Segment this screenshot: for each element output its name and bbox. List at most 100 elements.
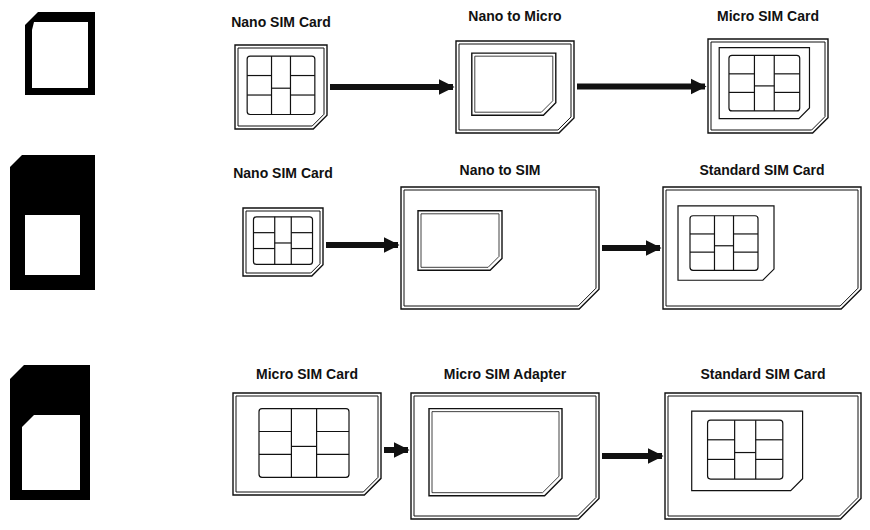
contact-line [708,459,735,460]
adapter-hole [472,53,556,115]
contact-line [291,248,312,249]
contact-line [734,252,758,253]
contact-line [735,452,756,453]
card-edge [708,39,828,133]
card-face [236,396,378,492]
contact-line [290,94,314,95]
contact-line [714,216,715,271]
inner-frame [678,206,774,280]
adapter-hole-rim [421,214,499,268]
contact-line [733,216,734,271]
contact-line [690,233,714,234]
adapter-hole [429,409,562,496]
sim-card-outline [234,44,328,130]
contact-line [734,420,735,479]
card-label: Micro SIM Adapter [444,366,566,382]
contact-line [754,55,755,111]
card-label: Nano to SIM [460,162,541,178]
contact-line [708,439,735,440]
card-face [238,48,324,126]
contact-line [291,446,316,447]
card-face [404,190,596,306]
card-edge [233,393,381,495]
contact-line [247,94,271,95]
card-face [414,396,596,516]
card-face [711,42,825,130]
contact-line [253,248,274,249]
sim-card-outline [664,392,862,520]
contact-line [253,232,274,233]
card-edge [401,187,599,309]
contact-line [259,431,291,432]
contact-line [755,420,756,479]
sim-card: Nano to Micro [455,40,575,134]
inner-frame [719,48,809,119]
arrow [330,84,453,90]
chip-contacts [259,409,349,478]
card-face [246,211,320,273]
sim-card-outline [410,392,600,520]
icon-micro-sim [10,365,90,500]
card-label: Nano to Micro [468,8,561,24]
contact-line [291,232,312,233]
sim-card-outline [242,207,324,277]
sim-card: Micro SIM Adapter [410,392,600,520]
sim-card-outline [662,186,862,310]
sim-card: Nano to SIM [400,186,600,310]
contact-line [275,242,292,243]
card-edge [243,208,323,276]
adapter-hole-rim [475,56,553,112]
card-edge [411,393,599,519]
icon-hole [22,415,80,490]
arrow [326,242,398,248]
contact-line [271,56,272,114]
sim-card: Micro SIM Card [707,38,829,134]
icon-nano-sim [10,155,95,290]
sim-card-outline [400,186,600,310]
card-label: Standard SIM Card [699,162,824,178]
sim-card: Standard SIM Card [662,186,862,310]
card-label: Micro SIM Card [717,8,819,24]
chip-contacts [253,217,312,265]
sim-card: Nano SIM Card [242,207,324,277]
arrow [602,453,662,459]
contact-line [729,92,754,93]
contact-line [734,233,758,234]
icon-nano-micro [25,12,95,95]
sim-card: Standard SIM Card [664,392,862,520]
chip-contacts [708,420,783,479]
chip-contacts [247,56,315,114]
sim-card: Nano SIM Card [234,44,328,130]
card-label: Micro SIM Card [256,366,358,382]
sim-card-outline [455,40,575,134]
contact-line [259,454,291,455]
arrow [384,447,408,453]
sim-card: Micro SIM Card [232,392,382,496]
card-face [668,396,858,516]
contact-line [247,75,271,76]
contact-line [690,252,714,253]
contact-line [774,73,799,74]
contact-line [291,409,292,478]
contact-line [774,92,799,93]
chip-contacts [729,55,800,111]
card-label: Standard SIM Card [700,366,825,382]
card-edge [665,393,861,519]
contact-line [290,75,314,76]
inner-frame [692,411,803,490]
contact-line [754,85,774,86]
adapter-hole [418,211,502,271]
contact-line [316,409,317,478]
contact-line [756,439,783,440]
contact-line [729,73,754,74]
contact-line [774,55,775,111]
card-label: Nano SIM Card [233,165,333,181]
adapter-hole-rim [432,412,559,493]
card-edge [456,41,574,133]
icon-hole [25,215,80,275]
contact-line [317,454,349,455]
sim-card-outline [707,38,829,134]
card-face [666,190,858,306]
contact-line [756,459,783,460]
